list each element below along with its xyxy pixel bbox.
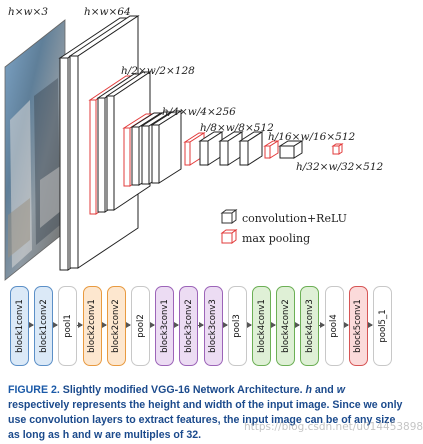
block-label: block4conv1 xyxy=(256,299,267,353)
block-label: pool1 xyxy=(62,314,73,338)
flow-arrow xyxy=(367,322,374,328)
flow-arrow xyxy=(29,322,35,328)
legend-pool-label: max pooling xyxy=(242,232,310,245)
caption-text-2: and xyxy=(311,384,337,396)
label-conv2-size: h/2×w/2×128 xyxy=(121,65,195,77)
legend-conv-swatch xyxy=(220,209,238,224)
block-label: block3conv3 xyxy=(208,299,219,353)
block-block2conv1: block2conv1 xyxy=(82,286,102,366)
block-block2conv2: block2conv2 xyxy=(106,286,126,366)
block-block1conv1: block1conv1 xyxy=(10,286,29,366)
label-conv3-size: h/4×w/4×256 xyxy=(162,106,236,118)
caption-h: h xyxy=(305,384,312,396)
block-pool1: pool1 xyxy=(58,286,78,366)
watermark: https://blog.csdn.net/u014453898 xyxy=(244,421,423,433)
block-pool2: pool2 xyxy=(131,286,150,366)
architecture-diagram: h×w×3 h×w×64 h/2×w/2×128 h/4×w/4×256 h/8… xyxy=(4,6,384,281)
flow-arrow xyxy=(343,322,350,328)
block-block4conv1: block4conv1 xyxy=(252,286,271,366)
block-label: block4conv2 xyxy=(280,299,291,353)
caption-prefix: FIGURE 2. xyxy=(8,384,60,396)
label-input-size: h×w×3 xyxy=(8,6,48,18)
label-conv4-size: h/8×w/8×512 xyxy=(200,122,274,134)
label-conv1-size: h×w×64 xyxy=(84,6,131,18)
block-label: block2conv2 xyxy=(111,299,122,353)
caption-text-3: respectively represents the height and w… xyxy=(8,399,403,441)
flow-arrow xyxy=(319,322,325,328)
legend-conv-label: convolution+ReLU xyxy=(242,212,347,225)
pool5-slab xyxy=(331,143,344,155)
block-pool5_1: pool5_1 xyxy=(373,286,392,366)
conv5-slab xyxy=(278,140,304,159)
flow-arrow xyxy=(271,322,277,328)
block-block5conv1: block5conv1 xyxy=(348,286,368,366)
block-label: block3conv2 xyxy=(183,299,194,353)
block-label: block5conv1 xyxy=(353,299,364,353)
block-block4conv3: block4conv3 xyxy=(300,286,320,366)
legend-pool-swatch xyxy=(220,229,238,244)
caption-text-1: Slightly modified VGG-16 Network Archite… xyxy=(59,384,306,396)
label-pool5-size: h/32×w/32×512 xyxy=(296,161,384,173)
conv3-slab-3 xyxy=(150,110,183,184)
block-label: block3conv1 xyxy=(159,299,170,353)
block-block1conv2: block1conv2 xyxy=(34,286,54,366)
block-pool4: pool4 xyxy=(324,286,344,366)
block-label: pool5_1 xyxy=(377,309,388,343)
block-pool3: pool3 xyxy=(227,286,247,366)
block-block3conv1: block3conv1 xyxy=(155,286,175,366)
block-block3conv2: block3conv2 xyxy=(179,286,199,366)
block-label: pool4 xyxy=(329,314,340,338)
flow-arrow xyxy=(150,322,156,328)
input-image xyxy=(4,19,66,281)
block-label: block2conv1 xyxy=(87,299,98,353)
legend: convolution+ReLU max pooling xyxy=(220,209,347,245)
conv4-slab-3 xyxy=(238,131,264,166)
flow-arrow xyxy=(77,322,83,328)
flow-arrow xyxy=(174,322,180,328)
label-conv5-size: h/16×w/16×512 xyxy=(268,131,356,143)
flow-arrow xyxy=(222,322,229,328)
flow-arrow xyxy=(53,322,59,328)
block-flow: block1conv1 block1conv2 pool1 block2conv1 bl… xyxy=(0,282,412,372)
block-label: block1conv1 xyxy=(14,299,25,353)
flow-arrow xyxy=(246,322,253,328)
block-block3conv3: block3conv3 xyxy=(203,286,223,366)
block-label: pool3 xyxy=(232,314,243,338)
block-label: block4conv3 xyxy=(304,299,315,353)
block-label: block1conv2 xyxy=(38,299,49,353)
flow-arrow xyxy=(295,322,301,328)
flow-arrow xyxy=(198,322,204,328)
block-label: pool2 xyxy=(135,314,146,338)
figure-caption: FIGURE 2. Slightly modified VGG-16 Netwo… xyxy=(8,383,408,443)
conv4-slab-2 xyxy=(218,131,244,166)
pool4-slab xyxy=(263,140,280,159)
caption-w: w xyxy=(336,384,345,396)
block-block4conv2: block4conv2 xyxy=(276,286,296,366)
flow-arrow xyxy=(101,322,108,328)
flow-arrow xyxy=(125,322,132,328)
